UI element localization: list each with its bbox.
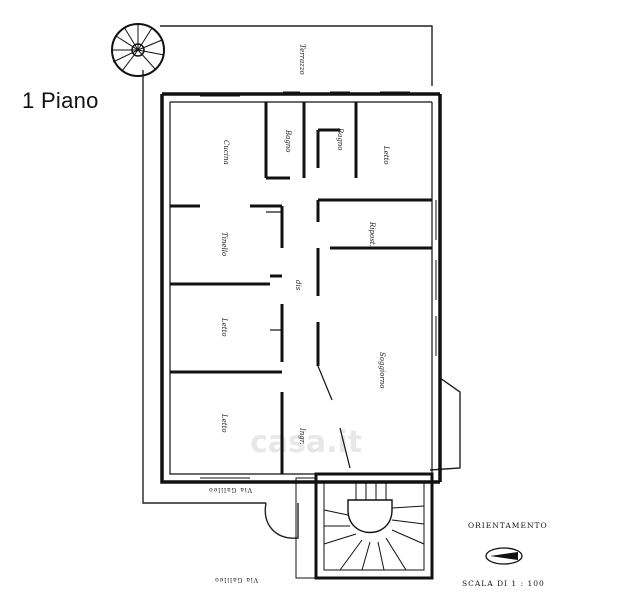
room-label-dis: dis — [294, 280, 302, 291]
north-arrow-icon — [490, 552, 518, 560]
orientation-block: ORIENTAMENTO SCALA DI 1 : 100 — [462, 521, 548, 588]
bottom-note-2: Via Galileo — [214, 576, 259, 583]
room-label-cucina: Cucina — [222, 140, 230, 165]
main-staircase — [295, 472, 434, 580]
bottom-note: Via Galileo — [208, 486, 253, 493]
room-labels: Terrazzo Cucina Bagno Bagno Letto Tinell… — [220, 44, 390, 445]
scale-label: SCALA DI 1 : 100 — [462, 579, 545, 588]
room-label-bagno-1: Bagno — [284, 129, 292, 153]
terrace-outline — [142, 25, 461, 539]
windows — [200, 91, 437, 479]
room-label-tinello: Tinello — [220, 232, 228, 256]
room-label-terrazzo: Terrazzo — [298, 44, 306, 75]
room-label-ingr: Ingr. — [298, 427, 306, 445]
room-label-letto-1: Letto — [382, 145, 390, 165]
room-label-letto-2: Letto — [220, 317, 228, 337]
interior-walls — [170, 102, 432, 474]
spiral-staircase — [111, 23, 165, 77]
floor-label: 1 Piano — [22, 88, 99, 113]
room-label-bagno-2: Bagno — [336, 127, 344, 151]
room-label-letto-3: Letto — [220, 413, 228, 433]
orientation-label: ORIENTAMENTO — [468, 521, 548, 530]
room-label-soggiorno: Soggiorno — [378, 352, 386, 389]
room-label-ripost: Ripost. — [368, 221, 376, 247]
door-swings — [266, 211, 351, 469]
compass-icon — [485, 547, 523, 565]
